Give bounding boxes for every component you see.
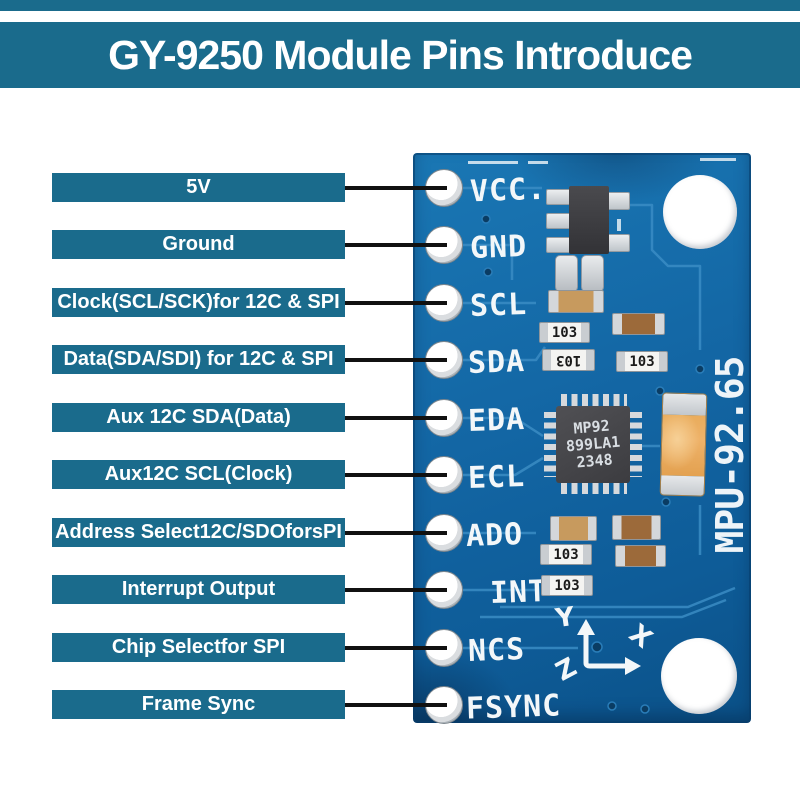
- capacitor-silver: [555, 255, 578, 292]
- pad-ncs: [425, 629, 463, 667]
- pin-label-text: Ground: [162, 233, 235, 255]
- silk-ncs: NCS: [467, 632, 526, 669]
- pin-label-box-ground: Ground: [52, 230, 345, 259]
- resistor-103: 103: [541, 575, 593, 596]
- ic-pins-left: [544, 412, 556, 477]
- pin-label-text: 5V: [186, 176, 211, 198]
- pin-label-box-frame-sync: Frame Sync: [52, 690, 345, 719]
- pad-ecl: [425, 456, 463, 494]
- capacitor-brown: [612, 515, 661, 540]
- resistor-103: 103: [539, 322, 590, 343]
- silkscreen-dash: [700, 158, 736, 161]
- pin-label-text: Interrupt Output: [121, 578, 276, 600]
- silk-scl: SCL: [469, 287, 528, 324]
- pin-label-text: Frame Sync: [141, 693, 256, 715]
- pad-fsync: [425, 686, 463, 724]
- pin-label-text: Aux 12C SDA(Data): [106, 406, 291, 428]
- capacitor-tan: [550, 516, 597, 541]
- regulator-ic: [569, 186, 609, 254]
- regulator-pad: [606, 192, 630, 210]
- pin-label-box-clock: Clock(SCL/SCK)for 12C & SPI: [52, 288, 345, 317]
- pin-label-box-data: Data(SDA/SDI) for 12C & SPI: [52, 345, 345, 374]
- pad-ado: [425, 514, 463, 552]
- board-part-number: MPU-92.65: [708, 356, 752, 554]
- pin-label-text: Aux12C SCL(Clock): [104, 463, 293, 485]
- resistor-103: 103: [540, 544, 592, 565]
- silk-ecl: ECL: [467, 459, 526, 496]
- capacitor-tan: [548, 290, 604, 313]
- mounting-hole-bottom: [661, 638, 737, 714]
- silk-sda: SDA: [467, 344, 526, 381]
- silk-fsync: FSYNC: [465, 688, 562, 727]
- mpu-ic: MP92 899LA1 2348: [556, 406, 630, 483]
- mpu-ic-marking: MP92 899LA1 2348: [565, 416, 621, 472]
- ic-pins-top: [561, 394, 627, 406]
- pin-label-text: Address Select12C/SDOforsPI: [55, 521, 342, 543]
- pin-label-text: Data(SDA/SDI) for 12C & SPI: [63, 348, 334, 370]
- pad-gnd: [425, 226, 463, 264]
- header-banner: GY-9250 Module Pins Introduce: [0, 22, 800, 88]
- pin-label-box-address: Address Select12C/SDOforsPI: [52, 518, 345, 547]
- pin-label-box-chip-select: Chip Selectfor SPI: [52, 633, 345, 662]
- pad-sda: [425, 341, 463, 379]
- pin-label-box-aux-sda: Aux 12C SDA(Data): [52, 403, 345, 432]
- silk-eda: EDA: [467, 402, 526, 439]
- ic-pins-right: [630, 412, 642, 477]
- pad-scl: [425, 284, 463, 322]
- pin-label-text: Chip Selectfor SPI: [111, 636, 286, 658]
- resistor-103: 103: [616, 351, 668, 372]
- pin-label-box-interrupt: Interrupt Output: [52, 575, 345, 604]
- silk-vcc: VCC.: [469, 171, 547, 210]
- silkscreen-dash: [468, 161, 518, 164]
- resistor-103-flipped: 103: [542, 349, 595, 371]
- pin-label-box-5v: 5V: [52, 173, 345, 202]
- silk-gnd: GND: [469, 229, 528, 266]
- silk-int: INT: [489, 574, 548, 611]
- pin-label-text: Clock(SCL/SCK)for 12C & SPI: [57, 291, 340, 313]
- pin-label-box-aux-scl: Aux12C SCL(Clock): [52, 460, 345, 489]
- pad-vcc: [425, 169, 463, 207]
- capacitor-brown: [615, 545, 666, 567]
- page-title: GY-9250 Module Pins Introduce: [108, 31, 693, 78]
- capacitor-orange: [659, 392, 708, 497]
- regulator-pad: [606, 234, 630, 252]
- capacitor-brown: [612, 313, 665, 335]
- pad-eda: [425, 399, 463, 437]
- top-accent-strip: [0, 0, 800, 11]
- ic-pins-bottom: [561, 482, 627, 494]
- silk-ado: ADO: [465, 517, 524, 554]
- silkscreen-dot: [617, 219, 621, 231]
- silkscreen-dash: [528, 161, 548, 164]
- pad-int: [425, 571, 463, 609]
- mounting-hole-top: [663, 175, 737, 249]
- capacitor-silver: [581, 255, 604, 292]
